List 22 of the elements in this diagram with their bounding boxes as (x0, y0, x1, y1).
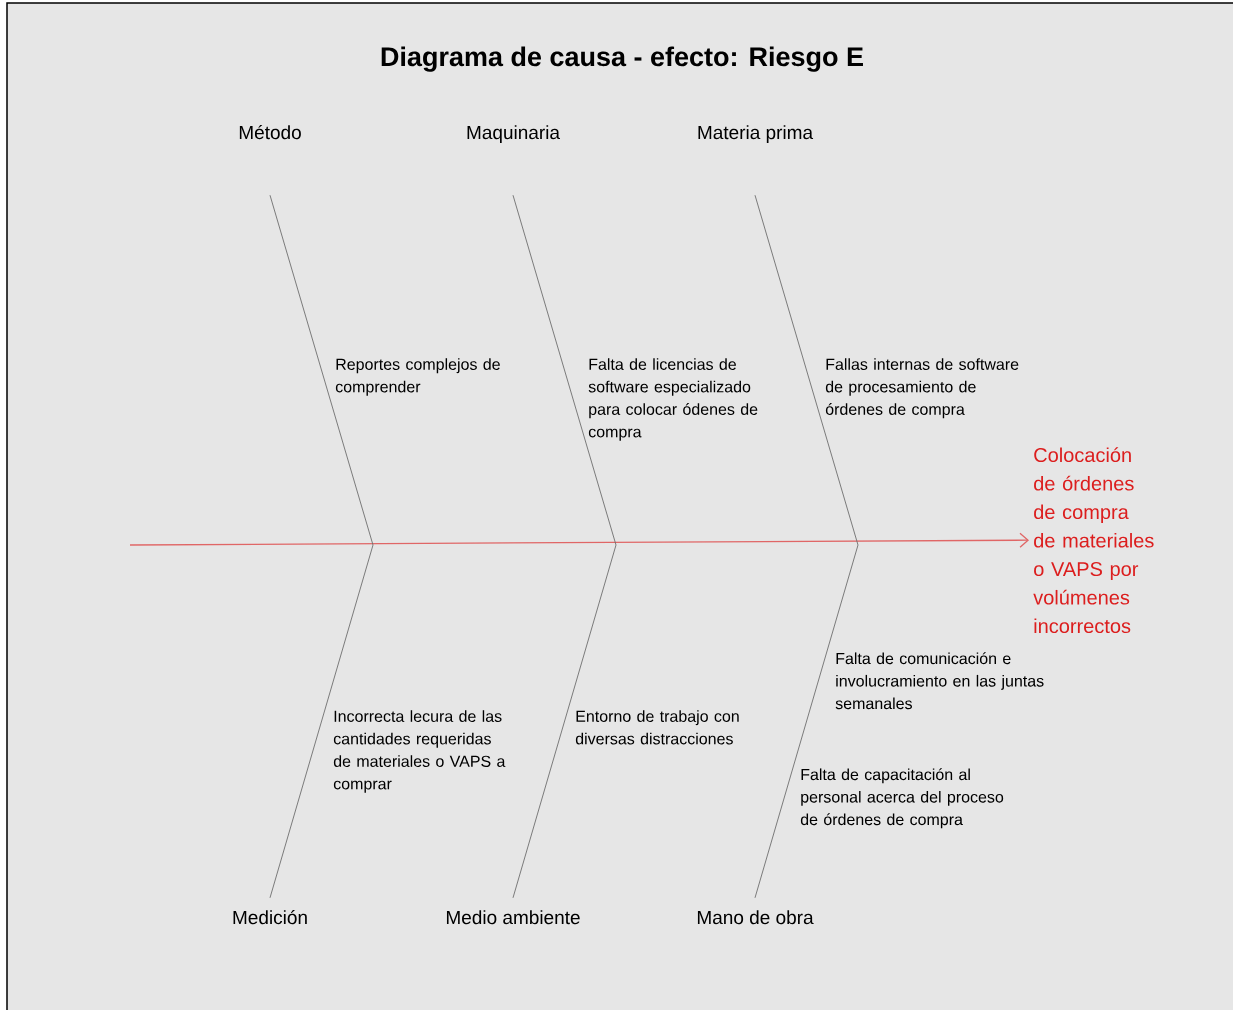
cause-text: Reportes complejos de comprender (335, 358, 500, 396)
bone-line (512, 544, 617, 899)
cause-text: Entorno de trabajo con diversas distracciones (575, 710, 739, 745)
bone-line (754, 544, 859, 899)
bone-line (269, 544, 374, 899)
effect-label: Colocación de órdenes de compra de materiales o VAPS por volúmenes incorrectos (1033, 447, 1154, 634)
title: Diagrama de causa - efecto: Riesgo E (381, 46, 863, 72)
category-label: Método (239, 125, 301, 140)
bone-line (269, 194, 374, 546)
category-label: Mano de obra (697, 910, 814, 925)
spine-arrow (129, 532, 1029, 548)
cause-text: Falta de licencias de software especializado para colocar ódenes de compra (588, 358, 758, 441)
bone-line (754, 194, 859, 546)
category-label: Medio ambiente (446, 910, 580, 925)
cause-text: Falta de comunicación e involucramiento en las juntas semanales (835, 652, 1044, 710)
cause-text: Incorrecta lecura de las cantidades requeridas de materiales o VAPS a comprar (333, 710, 506, 793)
category-label: Medición (233, 910, 307, 925)
category-label: Materia prima (698, 125, 814, 143)
bone-line (512, 194, 617, 546)
cause-text: Falta de capacitación al personal acerca del proceso de órdenes de compra (800, 768, 1004, 829)
category-label: Maquinaria (467, 125, 560, 143)
cause-text: Fallas internas de software de procesamiento de órdenes de compra (825, 358, 1019, 419)
